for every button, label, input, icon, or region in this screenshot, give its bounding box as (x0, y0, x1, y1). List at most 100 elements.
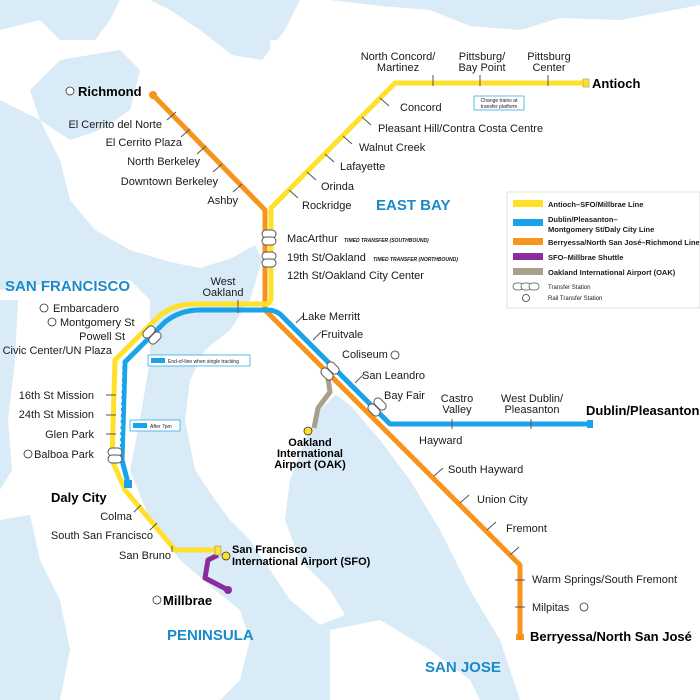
change-trains-box (473, 95, 525, 111)
station-ashby: Ashby (207, 195, 238, 207)
legend: Antioch–SFO/Millbrae Line Dublin/Pleasan… (506, 191, 700, 309)
terminal-berryessa: Berryessa/North San José (530, 629, 692, 644)
station-hayward: Hayward (419, 435, 462, 447)
note-timed-northbound: TIMED TRANSFER (NORTHBOUND) (373, 257, 458, 263)
station-sfo-1: San Francisco (232, 544, 307, 556)
airport-icon-oak (303, 426, 313, 436)
legend-swatch-grey (513, 268, 543, 275)
terminal-cap-daly-city-blue (124, 480, 132, 488)
end-of-line-swatch (151, 358, 165, 363)
station-rockridge: Rockridge (302, 200, 352, 212)
note-timed-southbound: TIMED TRANSFER (SOUTHBOUND) (344, 238, 429, 244)
terminal-antioch: Antioch (592, 76, 640, 91)
legend-label-purple: SFO–Millbrae Shuttle (548, 253, 623, 262)
station-south-sf: South San Francisco (51, 530, 153, 542)
station-embarcadero: Embarcadero (53, 303, 119, 315)
station-glen-park: Glen Park (45, 429, 94, 441)
legend-label-grey: Oakland International Airport (OAK) (548, 268, 676, 277)
transfer-macarthur-2 (261, 236, 277, 246)
station-el-cerrito-norte: El Cerrito del Norte (68, 119, 162, 131)
terminal-richmond: Richmond (78, 84, 142, 99)
legend-swatch-blue (513, 219, 543, 226)
orange-line-route (151, 93, 523, 636)
legend-label-blue-1: Dublin/Pleasanton– (548, 215, 618, 224)
station-south-hayward: South Hayward (448, 464, 523, 476)
station-north-concord-1: North Concord/ (361, 51, 437, 63)
station-fruitvale: Fruitvale (321, 329, 363, 341)
legend-label-orange: Berryessa/North San José–Richmond Line (548, 238, 700, 247)
transfer-stations (107, 229, 387, 464)
purple-line-route (202, 552, 230, 593)
station-oak-2: International (277, 448, 343, 460)
station-macarthur: MacArthur (287, 233, 338, 245)
station-pittsburg-center-1: Pittsburg (527, 51, 570, 63)
after-7pm-swatch (133, 423, 147, 428)
blue-line-route (119, 307, 590, 484)
legend-box (506, 191, 700, 309)
station-north-concord-2: Martinez (377, 62, 419, 74)
station-pleasant-hill: Pleasant Hill/Contra Costa Centre (378, 123, 543, 135)
ocean-left (0, 300, 18, 490)
station-walnut-creek: Walnut Creek (359, 142, 426, 154)
station-west-oakland-2: Oakland (203, 287, 244, 299)
airport-icons (221, 426, 313, 561)
end-of-line-box (147, 354, 251, 367)
rail-transfer-icons (23, 86, 589, 612)
station-lake-merritt: Lake Merritt (302, 311, 360, 323)
legend-label-blue-2: Montgomery St/Daly City Line (548, 225, 654, 234)
station-colma: Colma (100, 511, 133, 523)
station-warm-springs: Warm Springs/South Fremont (532, 574, 677, 586)
station-concord: Concord (400, 102, 442, 114)
station-milpitas: Milpitas (532, 602, 570, 614)
station-pittsburg-bay-point-2: Bay Point (458, 62, 505, 74)
station-pittsburg-bay-point-1: Pittsburg/ (459, 51, 506, 63)
station-el-cerrito-plaza: El Cerrito Plaza (106, 137, 183, 149)
station-downtown-berkeley: Downtown Berkeley (121, 176, 219, 188)
station-montgomery: Montgomery St (60, 317, 135, 329)
legend-swatch-orange (513, 238, 543, 245)
station-castro-valley-2: Valley (442, 404, 472, 416)
oak-airport-line (311, 377, 333, 429)
legend-label-yellow: Antioch–SFO/Millbrae Line (548, 200, 643, 209)
after-7pm-note: After 7pm (150, 424, 172, 430)
terminal-cap-millbrae (224, 586, 232, 594)
end-of-line-note: End-of-line when single tracking (168, 359, 239, 365)
change-trains-note-2: transfer platform (481, 104, 517, 110)
terminal-cap-richmond (149, 91, 157, 99)
terminal-millbrae: Millbrae (163, 593, 212, 608)
station-san-leandro: San Leandro (362, 370, 425, 382)
station-oak-3: Airport (OAK) (274, 459, 346, 471)
terminal-daly-city: Daly City (51, 490, 107, 505)
station-north-berkeley: North Berkeley (127, 156, 200, 168)
region-san-jose: SAN JOSE (425, 659, 501, 676)
legend-rail-transfer-station: Rail Transfer Station (548, 296, 602, 302)
station-civic-center: Civic Center/UN Plaza (3, 345, 113, 357)
station-pittsburg-center-2: Center (532, 62, 565, 74)
station-lafayette: Lafayette (340, 161, 385, 173)
rail-icon-millbrae (152, 595, 162, 605)
bay-water (0, 0, 700, 60)
transfer-civic-center-2 (148, 331, 162, 345)
legend-swatch-yellow (513, 200, 543, 207)
station-union-city: Union City (477, 494, 528, 506)
rail-icon-milpitas (579, 602, 589, 612)
ocean-lower-left (0, 515, 70, 700)
blue-single-track-dash (119, 339, 141, 456)
legend-transfer-symbol (512, 282, 540, 291)
change-trains-note-1: Change trains at (481, 98, 518, 104)
region-peninsula: PENINSULA (167, 627, 254, 644)
legend-swatch-purple (513, 253, 543, 260)
rail-icon-coliseum (390, 350, 400, 360)
terminal-cap-berryessa (516, 634, 524, 640)
terminal-dublin: Dublin/Pleasanton (586, 403, 699, 418)
station-castro-valley-1: Castro (441, 393, 473, 405)
rail-icon-richmond (65, 86, 75, 96)
transfer-19th-2 (261, 258, 277, 268)
north-bay-water (30, 50, 140, 140)
terminal-cap-dublin (587, 420, 593, 428)
legend-rail-icon (522, 294, 530, 302)
island (225, 385, 280, 470)
rail-icon-embarcadero (39, 303, 49, 313)
